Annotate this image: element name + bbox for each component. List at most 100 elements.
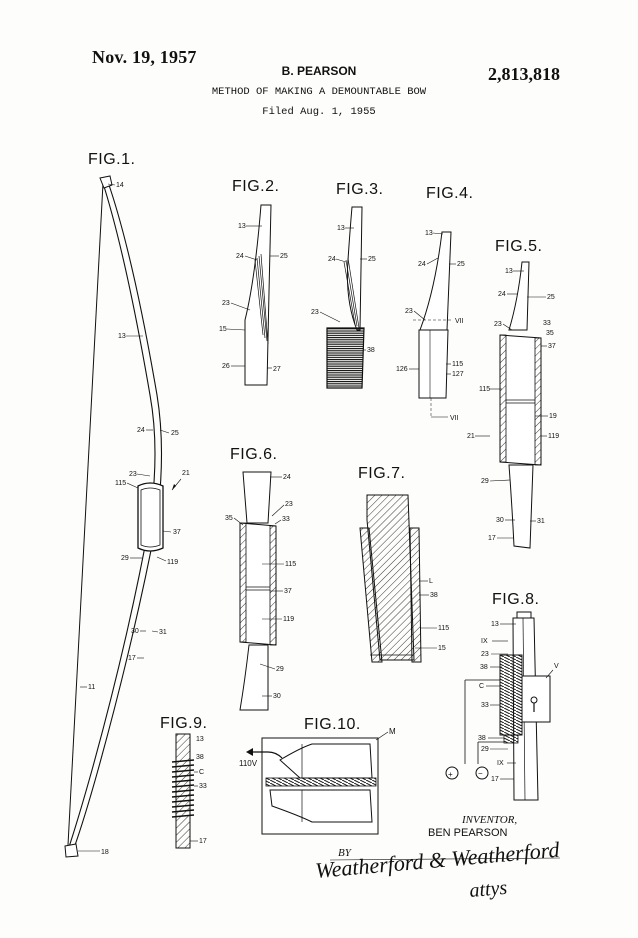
ref: 23: [311, 309, 319, 316]
ref: 23: [129, 471, 137, 478]
minus-sign: −: [478, 769, 483, 778]
ref: 33: [282, 516, 290, 523]
plus-sign: +: [448, 770, 453, 779]
fig9-label: FIG.9.: [160, 715, 207, 732]
fig4-label: FIG.4.: [426, 185, 473, 202]
ref: 13: [238, 223, 246, 230]
patent-title: METHOD OF MAKING A DEMOUNTABLE BOW: [211, 86, 427, 98]
ref: 11: [88, 684, 95, 691]
ref: 24: [236, 253, 244, 260]
ref: IX: [497, 760, 504, 767]
ref: 24: [283, 474, 291, 481]
ref: VII: [455, 318, 464, 325]
ref: 17: [488, 535, 496, 542]
ref: 30: [496, 517, 504, 524]
ref: 119: [548, 433, 559, 440]
ref: 35: [546, 330, 554, 337]
ref: 14: [116, 182, 124, 189]
ref: 38: [196, 754, 204, 761]
fig10-label: FIG.10.: [304, 716, 361, 733]
ref: 15: [219, 326, 227, 333]
ref: 37: [548, 343, 556, 350]
by-label: BY: [338, 847, 353, 859]
attorneys-abbrev: attys: [469, 877, 509, 902]
fig3-drawing: FIG.3. 13 24 25 23 38: [311, 181, 383, 389]
ref: 29: [121, 555, 129, 562]
ref: 21: [467, 433, 475, 440]
plus-terminal: [445, 766, 459, 780]
ref: 23: [405, 308, 413, 315]
ref: 119: [167, 559, 178, 566]
ref: 23: [285, 501, 293, 508]
inventor-label: INVENTOR,: [461, 814, 517, 826]
fig7-drawing: FIG.7. L 38 115 15: [358, 465, 449, 663]
ref: 115: [479, 386, 490, 393]
ref: 17: [491, 776, 499, 783]
patent-number: 2,813,818: [488, 64, 560, 84]
ref: 38: [430, 592, 438, 599]
ref: 33: [481, 702, 489, 709]
ref: 13: [337, 225, 345, 232]
ref: 31: [537, 518, 545, 525]
filed-date: Filed Aug. 1, 1955: [262, 106, 376, 118]
ref: 29: [276, 666, 284, 673]
fig2-drawing: FIG.2. 13 24 25 23 15 26 27: [219, 178, 288, 386]
ref: 25: [547, 294, 555, 301]
ref: 27: [273, 366, 281, 373]
ref: 25: [280, 253, 288, 260]
ref: 24: [137, 427, 145, 434]
ref: 23: [494, 321, 502, 328]
ref: VII: [450, 415, 459, 422]
ref: 13: [425, 230, 433, 237]
lower-tip: [64, 843, 79, 858]
patent-date: Nov. 19, 1957: [92, 47, 197, 67]
ref: 15: [438, 645, 446, 652]
ref: 18: [101, 849, 109, 856]
fig8-label: FIG.8.: [492, 591, 539, 608]
ref: 23: [481, 651, 489, 658]
inventor-name: BEN PEARSON: [428, 827, 508, 839]
ref: 17: [199, 838, 207, 845]
fig8-drawing: FIG.8. + − 13 IX 23 38: [445, 591, 559, 801]
ref: 19: [549, 413, 557, 420]
bow-handle: [137, 482, 164, 552]
upper-tip: [99, 175, 113, 189]
ref: 35: [225, 515, 233, 522]
ref: 13: [491, 621, 499, 628]
ref: 127: [452, 371, 464, 378]
fig4-drawing: FIG.4. 13 24 25 23 VII 126 115 12: [396, 185, 473, 422]
ref: M: [389, 727, 396, 736]
ref: 115: [285, 561, 296, 568]
ref: 38: [367, 347, 375, 354]
fig1-label: FIG.1.: [88, 151, 135, 168]
ref: 115: [438, 625, 449, 632]
fig5-label: FIG.5.: [495, 238, 542, 255]
ref: 33: [199, 783, 207, 790]
ref: 37: [284, 588, 292, 595]
fig1-drawing: FIG.1. 14 13 24 25 23 1: [64, 151, 190, 858]
ref: 30: [131, 628, 139, 635]
ref: L: [429, 578, 433, 585]
fig6-label: FIG.6.: [230, 446, 277, 463]
ref: IX: [481, 638, 488, 645]
ref: 30: [273, 693, 281, 700]
ref: 29: [481, 478, 489, 485]
ref: 33: [543, 320, 551, 327]
ref: 25: [171, 430, 179, 437]
ref: 110V: [239, 759, 258, 768]
ref: 13: [196, 736, 204, 743]
ref: 25: [368, 256, 376, 263]
ref: 24: [498, 291, 506, 298]
ref: 24: [328, 256, 336, 263]
fig2-label: FIG.2.: [232, 178, 279, 195]
fig5-drawing: FIG.5. 13 24 25 33 35 23 37 115: [467, 238, 559, 549]
fig10-drawing: FIG.10. M 110V: [239, 716, 396, 835]
minus-terminal: [475, 766, 489, 780]
fig7-label: FIG.7.: [358, 465, 405, 482]
ref: 26: [222, 363, 230, 370]
ref: 126: [396, 366, 408, 373]
attorney-signature: Weatherford & Weatherford: [314, 837, 561, 883]
ref: 38: [478, 735, 486, 742]
